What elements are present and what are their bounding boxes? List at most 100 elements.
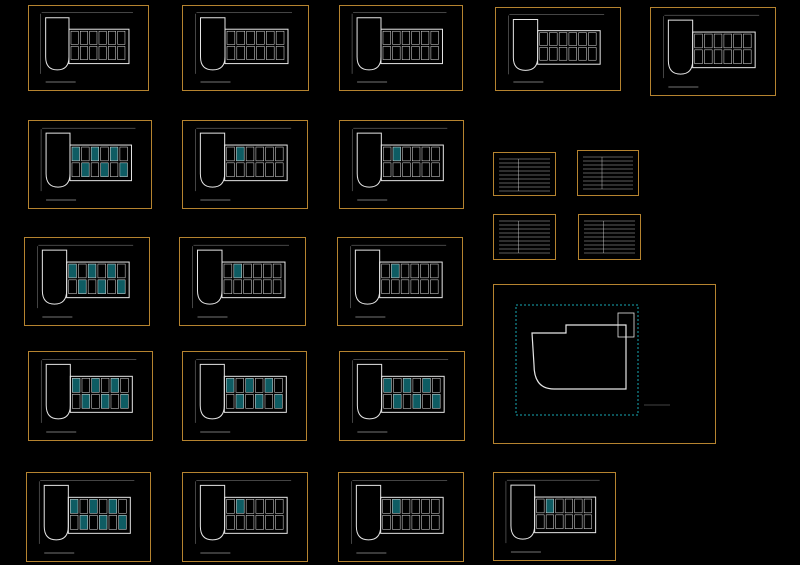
room: [110, 378, 119, 393]
sheet-drawing: [40, 127, 136, 201]
room: [420, 263, 429, 279]
room: [70, 515, 79, 530]
room: [81, 162, 90, 177]
curved-wing-outline: [356, 132, 382, 188]
room: [574, 498, 583, 514]
room: [578, 32, 587, 46]
main-block-outline: [69, 144, 132, 182]
main-block-outline: [380, 28, 443, 65]
room: [382, 515, 391, 530]
room: [574, 514, 583, 529]
sheet-drawing: [584, 220, 635, 254]
room: [117, 279, 126, 294]
room: [118, 499, 127, 514]
room: [432, 394, 441, 409]
room: [117, 263, 126, 279]
room: [275, 499, 284, 514]
main-block-outline: [537, 30, 601, 65]
room: [226, 378, 235, 393]
room: [400, 263, 410, 279]
room: [713, 33, 723, 49]
room: [70, 499, 79, 514]
room: [236, 515, 245, 530]
room: [233, 279, 242, 294]
room: [89, 30, 98, 45]
room: [255, 515, 264, 530]
room: [90, 162, 99, 177]
room: [68, 279, 77, 294]
room: [79, 499, 88, 514]
room: [391, 279, 400, 294]
sheet-drawing: [515, 304, 670, 416]
room: [78, 263, 87, 279]
room: [236, 46, 245, 60]
room: [80, 46, 88, 60]
room: [421, 162, 430, 177]
room: [110, 394, 119, 409]
room: [564, 514, 573, 529]
room: [274, 394, 283, 409]
room: [255, 394, 264, 409]
curved-wing-outline: [356, 363, 383, 420]
sheet-drawing: [40, 12, 133, 83]
annex-outline: [617, 312, 635, 338]
room: [545, 498, 554, 514]
room: [402, 146, 411, 162]
floor-plan-sheet: [650, 7, 776, 96]
room: [583, 514, 592, 529]
room: [422, 378, 431, 393]
room: [555, 514, 564, 529]
room: [265, 146, 274, 162]
room: [91, 394, 100, 409]
room: [80, 30, 88, 45]
room: [101, 394, 110, 409]
room: [539, 32, 548, 46]
room: [256, 30, 265, 45]
room: [81, 394, 90, 409]
sheet-drawing: [583, 156, 633, 190]
curved-wing-outline: [512, 18, 539, 71]
curved-wing-outline: [45, 363, 71, 420]
curved-wing-outline: [354, 249, 381, 305]
floor-plan-sheet: [28, 120, 152, 209]
sheet-drawing: [195, 127, 292, 201]
room: [226, 146, 235, 162]
room: [431, 146, 440, 162]
room: [430, 46, 439, 60]
floor-plan-sheet: [493, 472, 616, 561]
room: [578, 47, 587, 61]
room: [236, 30, 245, 45]
room: [246, 46, 255, 60]
room: [536, 514, 545, 529]
room: [272, 279, 282, 294]
room: [555, 498, 564, 514]
room: [421, 46, 430, 60]
room: [246, 30, 255, 45]
room: [245, 515, 255, 530]
sheet-drawing: [40, 359, 137, 433]
room: [90, 146, 99, 162]
room: [81, 378, 90, 393]
sheet-drawing: [505, 479, 600, 553]
room: [71, 162, 80, 177]
sheet-drawing: [194, 359, 291, 433]
room: [118, 515, 127, 530]
room: [81, 146, 90, 162]
schedule-sheet: [493, 152, 556, 196]
room: [263, 279, 272, 294]
sheet-drawing: [351, 127, 448, 201]
room: [401, 499, 411, 514]
room: [275, 146, 284, 162]
curved-wing-outline: [45, 17, 70, 71]
curved-wing-outline: [356, 17, 382, 71]
room: [72, 394, 81, 409]
room: [89, 46, 98, 60]
room: [119, 162, 128, 177]
room: [382, 499, 391, 514]
room: [430, 30, 439, 45]
room: [68, 263, 77, 279]
room: [266, 30, 275, 45]
room: [558, 47, 568, 61]
room: [432, 378, 441, 393]
